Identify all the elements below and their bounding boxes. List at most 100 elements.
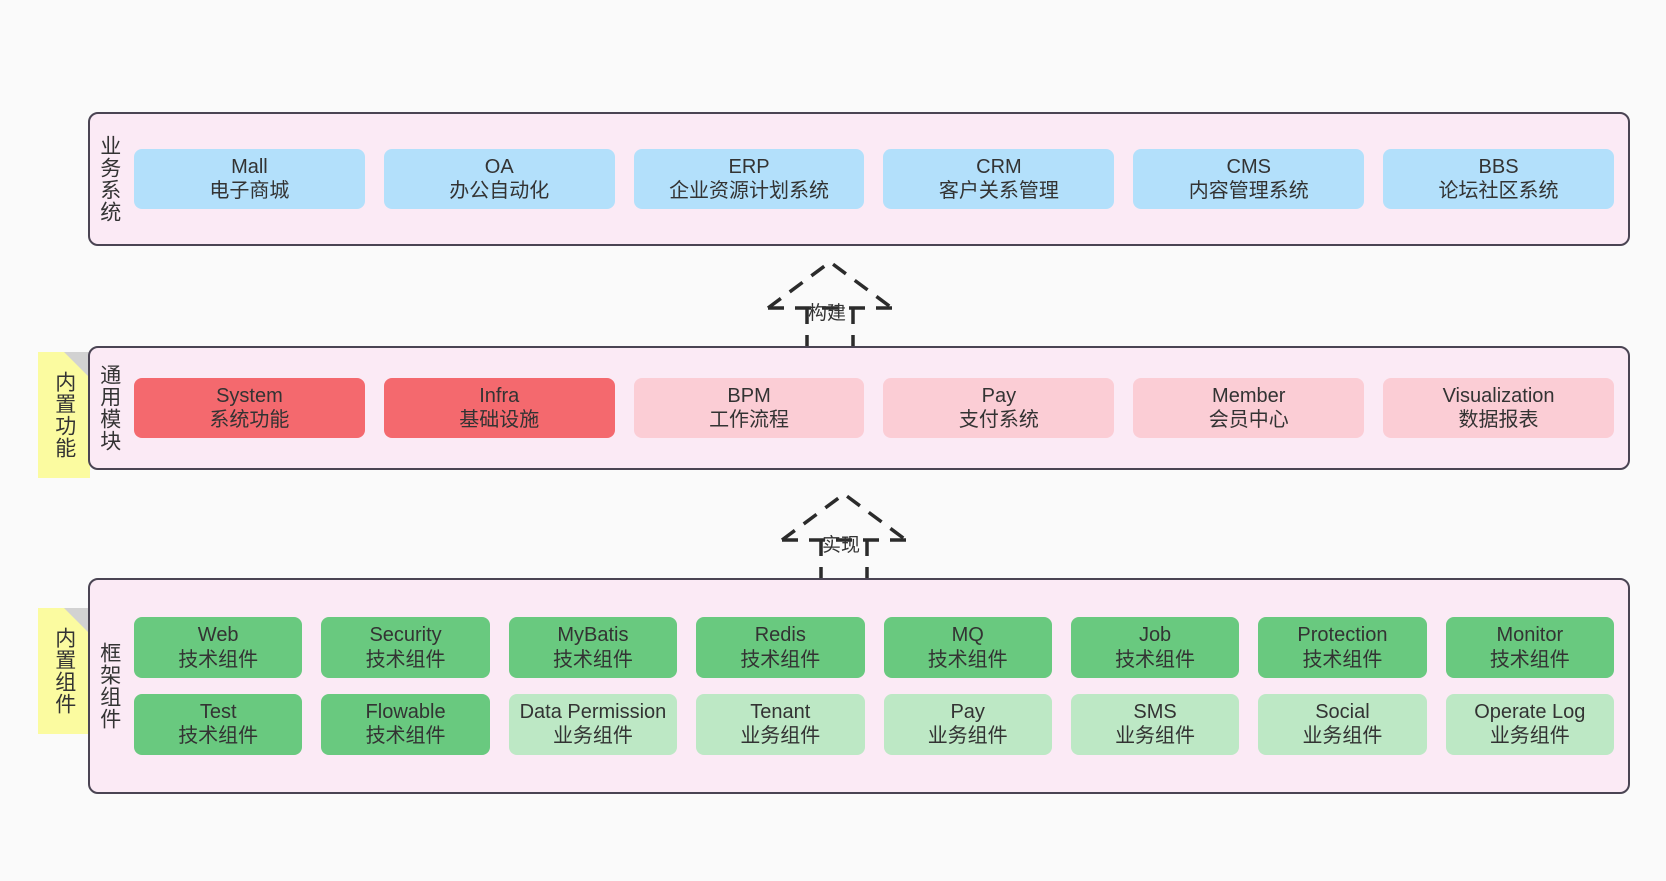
node-label-cn: 客户关系管理	[938, 180, 1059, 202]
node-label-en: Pay	[950, 701, 985, 723]
node-label-en: Data Permission	[519, 701, 667, 723]
node-erp[interactable]: ERP 企业资源计划系统	[633, 148, 865, 210]
node-web[interactable]: Web 技术组件	[134, 617, 303, 678]
node-label-cn: 基础设施	[459, 409, 540, 431]
node-redis[interactable]: Redis 技术组件	[696, 617, 865, 678]
node-label-cn: 技术组件	[740, 648, 821, 671]
node-label-en: Member	[1212, 384, 1286, 407]
node-security[interactable]: Security 技术组件	[321, 617, 490, 678]
node-label-cn: 技术组件	[552, 648, 633, 671]
node-label-en: BBS	[1478, 155, 1519, 178]
layer-title-framework-component: 框架组件	[97, 642, 121, 730]
node-visualization[interactable]: Visualization 数据报表	[1383, 377, 1614, 439]
node-label-en: Test	[199, 701, 237, 723]
node-label-en: System	[216, 384, 283, 407]
node-oa[interactable]: OA 办公自动化	[383, 148, 615, 210]
node-label-en: Job	[1138, 624, 1172, 647]
node-label-cn: 技术组件	[927, 648, 1008, 671]
node-label-en: OA	[484, 155, 514, 178]
node-label-en: Visualization	[1442, 384, 1555, 407]
note-builtin-function: 内置功能	[38, 352, 90, 478]
node-label-cn: 业务组件	[1489, 725, 1570, 748]
node-label-en: CMS	[1226, 155, 1271, 178]
node-cms[interactable]: CMS 内容管理系统	[1133, 148, 1365, 210]
connector-implement: 实现	[766, 490, 926, 582]
node-infra[interactable]: Infra 基础设施	[383, 377, 615, 439]
node-bpm[interactable]: BPM 工作流程	[633, 377, 865, 439]
note-builtin-component: 内置组件	[38, 608, 90, 734]
node-label-cn: 技术组件	[1115, 648, 1196, 671]
connector-build-label: 构建	[808, 303, 847, 324]
node-label-cn: 技术组件	[178, 648, 259, 671]
node-sms[interactable]: SMS 业务组件	[1070, 694, 1240, 755]
node-mybatis[interactable]: MyBatis 技术组件	[508, 617, 678, 678]
node-mall[interactable]: Mall 电子商城	[134, 148, 365, 210]
layer-title-common-module: 通用模块	[97, 364, 121, 452]
node-crm[interactable]: CRM 客户关系管理	[883, 148, 1115, 210]
node-label-cn: 工作流程	[709, 409, 790, 431]
node-monitor[interactable]: Monitor 技术组件	[1445, 617, 1614, 678]
node-label-en: Web	[197, 624, 239, 647]
node-label-cn: 数据报表	[1458, 409, 1539, 431]
node-label-cn: 系统功能	[209, 409, 290, 431]
layer-body-common-module: System 系统功能 Infra 基础设施 BPM 工作流程 Pay 支付系统…	[128, 348, 1628, 468]
node-label-cn: 技术组件	[365, 725, 446, 748]
node-operate-log[interactable]: Operate Log 业务组件	[1445, 694, 1614, 755]
node-label-en: Infra	[479, 384, 520, 407]
node-label-cn: 业务组件	[1302, 725, 1383, 748]
node-label-en: Tenant	[750, 701, 811, 723]
node-label-cn: 企业资源计划系统	[669, 180, 830, 202]
node-label-en: ERP	[728, 155, 770, 178]
node-label-cn: 电子商城	[209, 180, 290, 202]
node-protection[interactable]: Protection 技术组件	[1258, 617, 1427, 678]
node-social[interactable]: Social 业务组件	[1258, 694, 1427, 755]
layer-body-framework-component: Web 技术组件 Security 技术组件 MyBatis 技术组件 Redi…	[128, 580, 1628, 792]
layer-business-system: 业务系统 Mall 电子商城 OA 办公自动化 ERP 企业资源计划系统 CRM…	[88, 112, 1630, 246]
node-label-cn: 业务组件	[552, 725, 633, 748]
note-fold-icon	[64, 352, 90, 378]
node-label-cn: 支付系统	[958, 409, 1039, 431]
layer-framework-component: 框架组件 Web 技术组件 Security 技术组件 MyBatis 技术组件…	[88, 578, 1630, 794]
node-label-cn: 业务组件	[740, 725, 821, 748]
node-data-permission[interactable]: Data Permission 业务组件	[508, 694, 678, 755]
node-label-cn: 论坛社区系统	[1438, 180, 1559, 202]
node-label-en: Pay	[981, 384, 1017, 407]
node-label-en: BPM	[727, 384, 771, 407]
note-label: 内置组件	[52, 627, 76, 715]
node-label-en: Protection	[1297, 624, 1388, 647]
note-label: 内置功能	[52, 371, 76, 459]
layer-body-business-system: Mall 电子商城 OA 办公自动化 ERP 企业资源计划系统 CRM 客户关系…	[128, 114, 1628, 244]
node-label-cn: 技术组件	[365, 648, 446, 671]
node-label-en: MQ	[951, 624, 984, 647]
node-label-cn: 业务组件	[927, 725, 1008, 748]
layer-row: Mall 电子商城 OA 办公自动化 ERP 企业资源计划系统 CRM 客户关系…	[134, 148, 1614, 210]
layer-row: System 系统功能 Infra 基础设施 BPM 工作流程 Pay 支付系统…	[134, 377, 1614, 439]
node-label-en: Monitor	[1496, 624, 1564, 647]
node-label-en: Mall	[231, 155, 268, 178]
node-mq[interactable]: MQ 技术组件	[883, 617, 1052, 678]
node-label-en: CRM	[976, 155, 1022, 178]
layer-row: Test 技术组件 Flowable 技术组件 Data Permission …	[134, 694, 1614, 755]
node-label-cn: 内容管理系统	[1188, 180, 1309, 202]
node-test[interactable]: Test 技术组件	[134, 694, 303, 755]
node-member[interactable]: Member 会员中心	[1133, 377, 1365, 439]
layer-common-module: 通用模块 System 系统功能 Infra 基础设施 BPM 工作流程 Pay…	[88, 346, 1630, 470]
node-label-en: Security	[369, 624, 442, 647]
node-flowable[interactable]: Flowable 技术组件	[321, 694, 490, 755]
node-system[interactable]: System 系统功能	[134, 377, 365, 439]
node-label-cn: 会员中心	[1208, 409, 1289, 431]
node-label-en: Redis	[754, 624, 806, 647]
node-pay-component[interactable]: Pay 业务组件	[883, 694, 1052, 755]
node-label-en: MyBatis	[557, 624, 629, 647]
node-pay-module[interactable]: Pay 支付系统	[883, 377, 1115, 439]
node-label-cn: 技术组件	[178, 725, 259, 748]
node-label-cn: 业务组件	[1115, 725, 1196, 748]
layer-title-business-system: 业务系统	[97, 135, 121, 223]
connector-implement-label: 实现	[822, 535, 861, 556]
node-label-en: Social	[1315, 701, 1370, 723]
node-bbs[interactable]: BBS 论坛社区系统	[1383, 148, 1614, 210]
note-fold-icon	[64, 608, 90, 634]
node-job[interactable]: Job 技术组件	[1070, 617, 1240, 678]
node-tenant[interactable]: Tenant 业务组件	[696, 694, 865, 755]
